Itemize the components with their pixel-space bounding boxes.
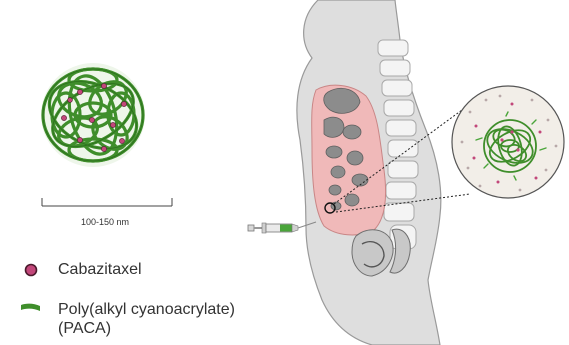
- magnified-view: [452, 86, 564, 198]
- scale-bar: [42, 198, 172, 206]
- legend-label-paca-line2: (PACA): [58, 319, 235, 338]
- scale-bar-label: 100-150 nm: [70, 217, 140, 227]
- legend-swatch-paca: [20, 302, 36, 318]
- legend-item-cabazitaxel: Cabazitaxel: [20, 260, 142, 279]
- body-cross-section: [297, 0, 441, 345]
- legend-label-cabazitaxel: Cabazitaxel: [58, 260, 142, 279]
- legend-label-paca: Poly(alkyl cyanoacrylate) (PACA): [58, 300, 235, 338]
- legend-label-paca-line1: Poly(alkyl cyanoacrylate): [58, 300, 235, 319]
- nanoparticle-illustration: [39, 63, 148, 167]
- legend-item-paca: Poly(alkyl cyanoacrylate) (PACA): [20, 300, 235, 338]
- legend-swatch-cabazitaxel: [20, 262, 36, 278]
